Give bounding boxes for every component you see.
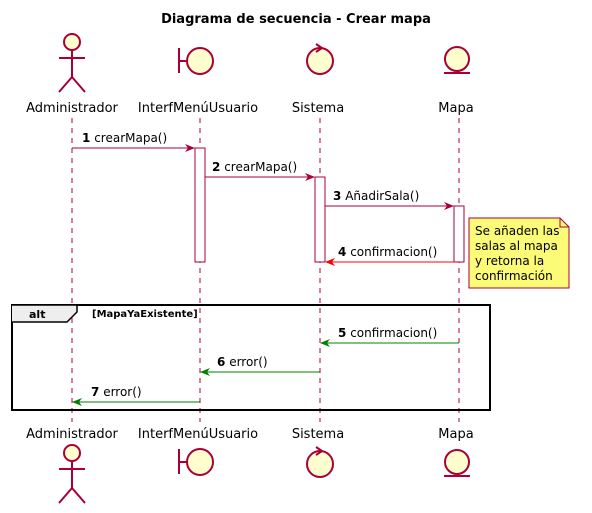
activation-sistema bbox=[314, 176, 326, 263]
note-line: Se añaden las bbox=[475, 224, 560, 238]
boundary-icon bbox=[178, 47, 214, 75]
message-label: 7 error() bbox=[91, 385, 142, 399]
message-5: 5 confirmacion() bbox=[320, 326, 459, 347]
alt-condition: [MapaYaExistente] bbox=[92, 309, 198, 320]
participant-interfmenuusuario-bottom: InterfMenúUsuario bbox=[138, 427, 258, 442]
message-4: 4 confirmacion() bbox=[325, 245, 454, 266]
message-6: 6 error() bbox=[200, 355, 320, 376]
note-line: y retorna la bbox=[475, 254, 544, 268]
entity-icon bbox=[444, 449, 470, 477]
participant-interfmenuusuario-top: InterfMenúUsuario bbox=[138, 101, 258, 116]
boundary-icon bbox=[178, 448, 214, 476]
diagram-title: Diagrama de secuencia - Crear mapa bbox=[161, 12, 431, 27]
message-3: 3 AñadirSala() bbox=[325, 189, 454, 210]
message-2: 2 crearMapa() bbox=[205, 160, 315, 181]
message-label: 1 crearMapa() bbox=[82, 131, 167, 145]
activation-interfmenuusuario bbox=[194, 147, 206, 263]
message-label: 6 error() bbox=[217, 355, 268, 369]
activation-mapa bbox=[453, 205, 465, 263]
note-line: salas al mapa bbox=[475, 239, 558, 253]
actor-icon bbox=[58, 33, 86, 93]
alt-fragment: alt [MapaYaExistente] bbox=[11, 304, 491, 411]
message-label: 5 confirmacion() bbox=[338, 326, 437, 340]
actor-icon bbox=[58, 444, 86, 504]
message-label: 4 confirmacion() bbox=[338, 245, 437, 259]
participant-mapa-top: Mapa bbox=[438, 101, 473, 116]
note-line: confirmación bbox=[475, 269, 553, 283]
note: Se añaden las salas al mapa y retorna la… bbox=[468, 217, 570, 289]
participant-administrador-bottom: Administrador bbox=[26, 427, 118, 442]
message-1: 1 crearMapa() bbox=[72, 131, 195, 152]
participant-mapa-bottom: Mapa bbox=[438, 427, 473, 442]
control-icon bbox=[306, 446, 334, 478]
message-7: 7 error() bbox=[72, 385, 200, 406]
entity-icon bbox=[444, 46, 470, 74]
alt-label: alt bbox=[29, 308, 45, 321]
participant-administrador-top: Administrador bbox=[26, 101, 118, 116]
control-icon bbox=[306, 43, 334, 75]
message-label: 2 crearMapa() bbox=[212, 160, 297, 174]
participant-sistema-bottom: Sistema bbox=[292, 427, 344, 442]
participant-sistema-top: Sistema bbox=[292, 101, 344, 116]
message-label: 3 AñadirSala() bbox=[333, 189, 419, 203]
